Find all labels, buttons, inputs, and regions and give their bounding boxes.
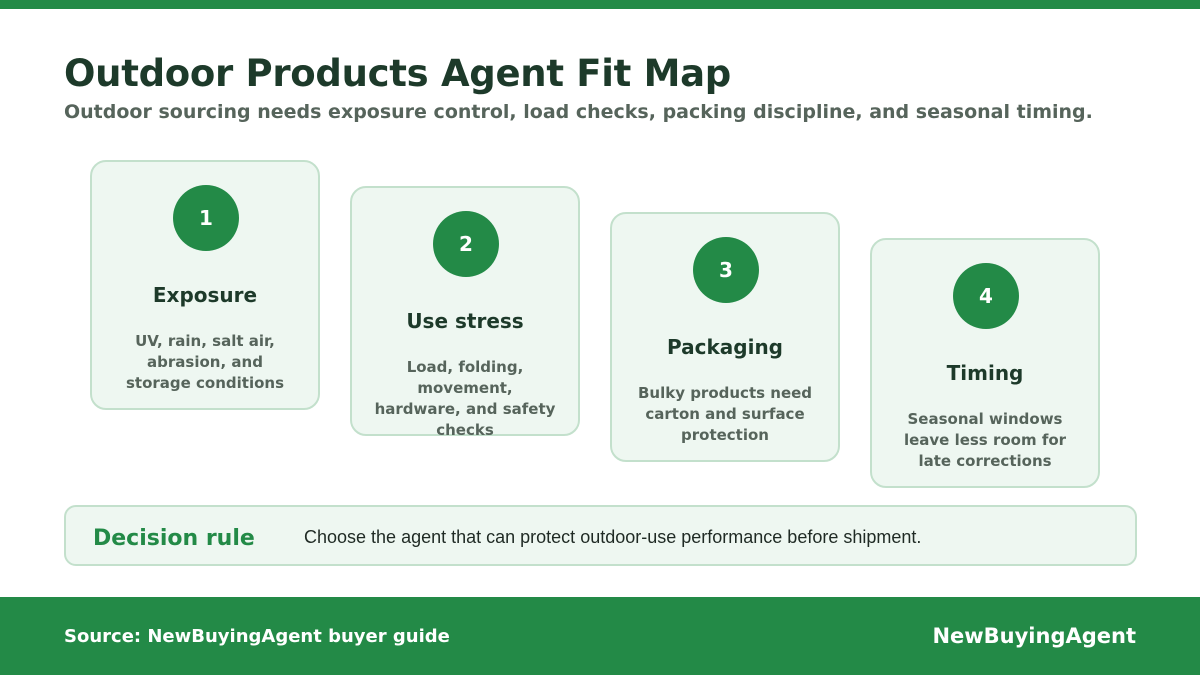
page-title: Outdoor Products Agent Fit Map [64,52,731,95]
step-card-use-stress: 2 Use stress Load, folding, movement, ha… [350,186,580,439]
footer-bar: Source: NewBuyingAgent buyer guide NewBu… [0,597,1200,675]
step-card-timing: 4 Timing Seasonal windows leave less roo… [870,238,1100,488]
step-number-badge: 2 [433,211,499,277]
step-title: Exposure [152,283,258,307]
step-title: Packaging [667,335,783,359]
brand-name: NewBuyingAgent [932,624,1136,648]
step-title: Use stress [406,309,524,333]
top-accent-bar [0,0,1200,9]
source-credit: Source: NewBuyingAgent buyer guide [64,626,450,647]
page-subtitle: Outdoor sourcing needs exposure control,… [64,101,1093,123]
step-number-badge: 1 [173,185,239,251]
step-title: Timing [946,361,1024,385]
step-description: Bulky products need carton and surface p… [637,384,813,444]
step-card-packaging: 3 Packaging Bulky products need carton a… [610,212,840,462]
step-number-badge: 4 [953,263,1019,329]
decision-rule-text: Choose the agent that can protect outdoo… [304,527,922,547]
step-number-badge: 3 [693,237,759,303]
decision-rule-box: Decision rule Choose the agent that can … [64,505,1137,566]
step-card-exposure: 1 Exposure UV, rain, salt air, abrasion,… [90,160,320,410]
step-description: Seasonal windows leave less room for lat… [903,410,1067,470]
decision-rule-label: Decision rule [93,526,255,551]
step-description: Load, folding, movement, hardware, and s… [374,358,556,439]
step-description: UV, rain, salt air, abrasion, and storag… [125,332,285,392]
